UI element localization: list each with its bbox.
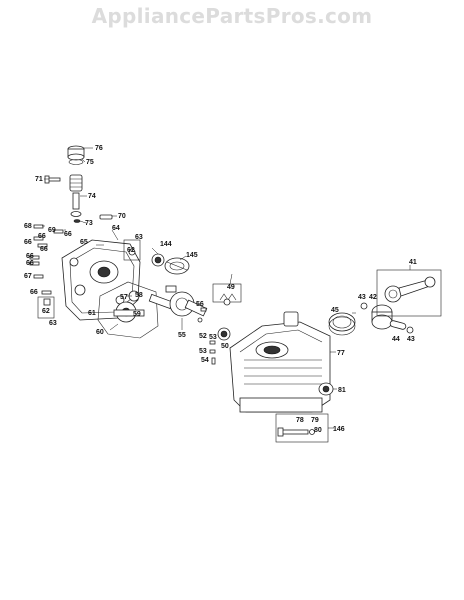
label-71: 71 bbox=[35, 176, 43, 183]
label-63-left: 63 bbox=[49, 320, 57, 327]
label-73: 73 bbox=[85, 220, 93, 227]
label-60: 60 bbox=[96, 329, 104, 336]
piston-42-part[interactable] bbox=[371, 304, 393, 330]
label-64: 64 bbox=[112, 225, 120, 232]
label-43-b: 43 bbox=[407, 336, 415, 343]
label-62-left: 62 bbox=[42, 308, 50, 315]
crankcase-cover-part[interactable] bbox=[61, 239, 141, 321]
cylinder-block-part[interactable] bbox=[229, 311, 331, 413]
governor-cap-part[interactable] bbox=[67, 145, 85, 165]
label-62-mid: 62 bbox=[127, 247, 135, 254]
label-55: 55 bbox=[178, 332, 186, 339]
cover-bolts-part[interactable] bbox=[29, 224, 64, 295]
label-41: 41 bbox=[409, 259, 417, 266]
label-43-a: 43 bbox=[358, 294, 366, 301]
governor-gear-145-part[interactable] bbox=[164, 257, 190, 275]
label-49: 49 bbox=[227, 284, 235, 291]
label-52: 52 bbox=[199, 333, 207, 340]
kit-box-41 bbox=[376, 269, 442, 317]
gasket-60-part[interactable] bbox=[97, 281, 159, 339]
small-parts-52-54[interactable] bbox=[197, 317, 216, 365]
label-146: 146 bbox=[333, 426, 345, 433]
label-66-b: 66 bbox=[24, 239, 32, 246]
kit-box-62-mid bbox=[123, 239, 141, 261]
label-145: 145 bbox=[186, 252, 198, 259]
label-57: 57 bbox=[120, 294, 128, 301]
label-66-d: 66 bbox=[26, 253, 34, 260]
label-61: 61 bbox=[88, 310, 96, 317]
pin-70-part[interactable] bbox=[99, 214, 113, 220]
label-70: 70 bbox=[118, 213, 126, 220]
label-68: 68 bbox=[24, 223, 32, 230]
label-81: 81 bbox=[338, 387, 346, 394]
label-80: 80 bbox=[314, 427, 322, 434]
label-144: 144 bbox=[160, 241, 172, 248]
label-58: 58 bbox=[135, 292, 143, 299]
label-50: 50 bbox=[221, 343, 229, 350]
label-77: 77 bbox=[337, 350, 345, 357]
label-45: 45 bbox=[331, 307, 339, 314]
label-53-b: 53 bbox=[199, 348, 207, 355]
part-labels: 76 75 71 74 73 70 68 69 66 66 66 66 66 6… bbox=[24, 145, 417, 434]
seal-81-part[interactable] bbox=[318, 382, 334, 396]
label-66-a: 66 bbox=[38, 233, 46, 240]
bolt-78-part[interactable] bbox=[277, 427, 309, 437]
label-66-g: 66 bbox=[30, 289, 38, 296]
label-66-c: 66 bbox=[40, 246, 48, 253]
valve-spring-49-part[interactable] bbox=[219, 293, 237, 306]
label-76: 76 bbox=[95, 145, 103, 152]
label-56: 56 bbox=[196, 301, 204, 308]
label-79: 79 bbox=[311, 417, 319, 424]
label-65: 65 bbox=[80, 239, 88, 246]
clip-43-part[interactable] bbox=[360, 302, 414, 334]
label-44: 44 bbox=[392, 336, 400, 343]
site-watermark: AppliancePartsPros.com bbox=[91, 4, 373, 28]
leader-lines bbox=[42, 147, 411, 429]
label-63-mid: 63 bbox=[135, 234, 143, 241]
seal-62-part[interactable] bbox=[128, 248, 136, 256]
governor-shaft-part[interactable] bbox=[69, 174, 83, 223]
seal-144-part[interactable] bbox=[151, 253, 165, 267]
label-67: 67 bbox=[24, 273, 32, 280]
bolt-71-part[interactable] bbox=[44, 175, 61, 184]
pin-56-part[interactable] bbox=[200, 307, 207, 312]
washer-79-part[interactable] bbox=[309, 429, 315, 435]
crankshaft-part[interactable] bbox=[148, 285, 208, 317]
kit-box-62-left bbox=[37, 296, 55, 319]
connecting-rod-41-part[interactable] bbox=[384, 276, 436, 303]
label-69: 69 bbox=[48, 227, 56, 234]
label-75: 75 bbox=[86, 159, 94, 166]
dipstick-plug-part[interactable] bbox=[43, 298, 51, 306]
breather-50-part[interactable] bbox=[217, 327, 231, 341]
label-59: 59 bbox=[133, 311, 141, 318]
label-66-e: 66 bbox=[26, 260, 34, 267]
label-66-f: 66 bbox=[64, 231, 72, 238]
label-78: 78 bbox=[296, 417, 304, 424]
piston-pin-44-part[interactable] bbox=[389, 320, 407, 330]
camshaft-part[interactable] bbox=[113, 301, 145, 323]
piston-rings-45-part[interactable] bbox=[328, 312, 356, 336]
label-74: 74 bbox=[88, 193, 96, 200]
label-53-a: 53 bbox=[209, 334, 217, 341]
label-42: 42 bbox=[369, 294, 377, 301]
label-54: 54 bbox=[201, 357, 209, 364]
